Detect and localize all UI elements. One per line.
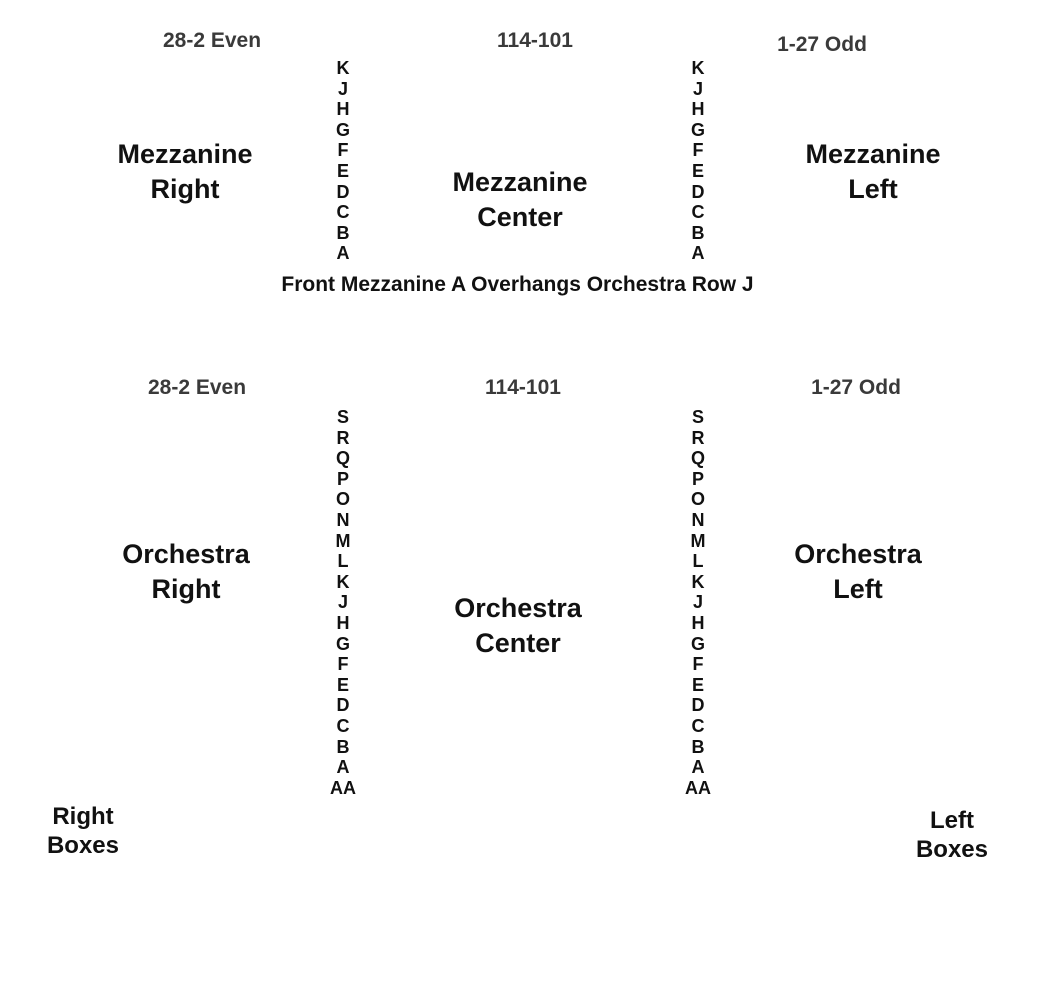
row-letter: N [691,509,705,530]
row-letter: G [690,633,705,654]
mezzanine-right-label: Mezzanine Right [117,139,253,204]
row-letter: L [692,551,704,572]
row-letter: A [691,243,705,264]
row-letter: H [691,612,705,633]
row-letter: Q [690,448,705,469]
row-letter: F [692,654,704,675]
row-letter: J [692,592,703,613]
row-letter: P [691,468,704,489]
row-letter: O [690,489,705,510]
row-letter: A [336,757,350,778]
mezzanine-left-label: Mezzanine Left [805,139,941,204]
row-letter: F [337,654,349,675]
row-letter: Q [335,448,350,469]
row-letter: L [337,551,349,572]
row-letter: K [336,58,350,78]
row-letter: E [691,674,704,695]
row-letter: F [692,140,704,161]
right-boxes-label: Right Boxes [46,803,120,859]
row-letter: M [335,530,351,551]
row-letter: D [691,181,705,202]
row-letter: G [690,119,705,140]
row-letter: G [335,633,350,654]
row-letter: B [336,736,350,757]
orchestra-center-seat-range: 114-101 [485,376,561,399]
row-letter: R [336,427,350,448]
row-letter: K [691,58,705,78]
row-letter: B [336,222,350,243]
mezzanine-center-seat-range: 114-101 [497,29,573,52]
row-letter: E [336,674,349,695]
row-letter: C [336,715,350,736]
row-letter: E [336,160,349,181]
row-letter: J [337,78,348,99]
row-letter: R [691,427,705,448]
row-letter: H [336,99,350,120]
row-letter: D [691,695,705,716]
row-letter: O [335,489,350,510]
mezzanine-center-label: Mezzanine Center [452,167,588,232]
row-letter: J [337,592,348,613]
orchestra-right-label: Orchestra Right [122,539,250,604]
left-boxes-label: Left Boxes [915,807,989,863]
orchestra-right-seat-range: 28-2 Even [147,376,247,399]
row-letter: J [692,78,703,99]
row-letter: M [690,530,706,551]
orchestra-left-label: Orchestra Left [794,539,922,604]
row-letter: D [336,695,350,716]
mezzanine-left-seat-range: 1-27 Odd [777,33,867,56]
mezzanine-right-seat-range: 28-2 Even [162,29,262,52]
mezzanine-overhang-note: Front Mezzanine A Overhangs Orchestra Ro… [281,273,754,296]
row-letter: C [336,202,350,223]
row-letter: F [337,140,349,161]
row-letter: AA [685,777,711,798]
row-letter: A [691,757,705,778]
row-letter: D [336,181,350,202]
row-letter: C [691,202,705,223]
row-letter: S [691,407,704,427]
row-letter: C [691,715,705,736]
row-letter: G [335,119,350,140]
row-letter: S [336,407,349,427]
row-letter: P [336,468,349,489]
row-letter: H [691,99,705,120]
row-letter: H [336,612,350,633]
row-letter: K [691,571,705,592]
row-letter: B [691,736,705,757]
orchestra-left-seat-range: 1-27 Odd [811,376,901,399]
row-letter: E [691,160,704,181]
row-letter: A [336,243,350,264]
row-letter: N [336,509,350,530]
row-letter: B [691,222,705,243]
orchestra-center-label: Orchestra Center [454,593,582,658]
row-letter: K [336,571,350,592]
row-letter: AA [330,777,356,798]
